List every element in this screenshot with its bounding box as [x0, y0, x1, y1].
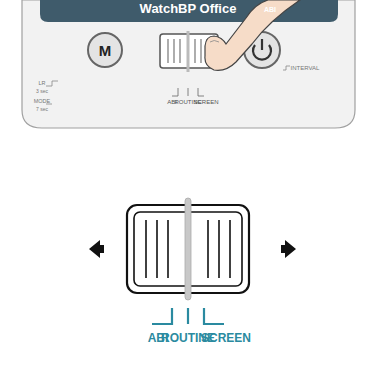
button-hint: 3 sec — [36, 89, 48, 94]
button-hint: 7 sec — [36, 107, 48, 112]
arrow-left — [89, 240, 104, 258]
button-hint: INTERVAL — [291, 65, 320, 71]
device-model: ABI — [264, 6, 276, 13]
slider-indicator — [185, 198, 191, 300]
button-hint: MODE — [34, 99, 51, 105]
device-brand: WatchBP Office — [140, 2, 237, 15]
arrow-right — [281, 240, 296, 258]
device-body — [22, 0, 355, 128]
mode-label: SCREEN — [193, 99, 218, 105]
button-hint: LR — [38, 81, 45, 87]
position-ticks — [152, 308, 224, 324]
mode-label: SCREEN — [201, 332, 251, 344]
button-label: M — [99, 43, 112, 58]
mode-button: M — [87, 32, 123, 68]
